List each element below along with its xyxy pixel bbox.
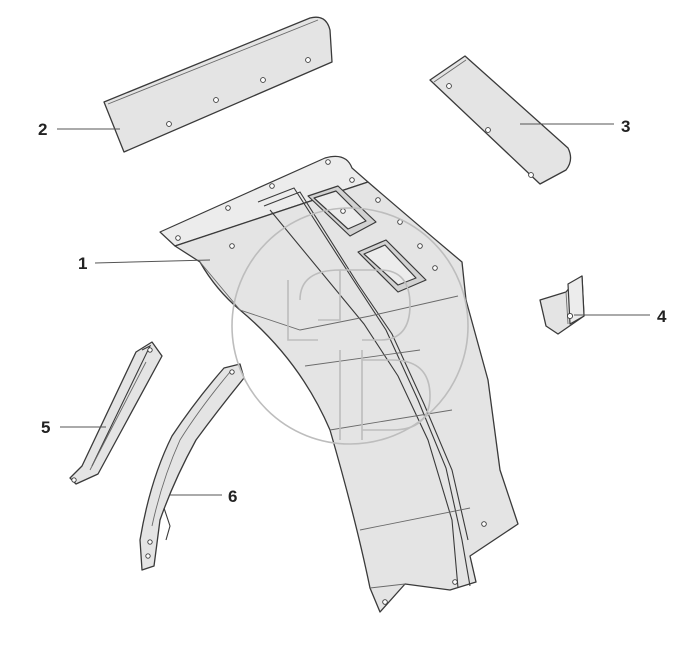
part-3-fender-extension-right [429,55,572,185]
part-1-fender [159,155,519,613]
callout-3: 3 [621,117,630,136]
callout-5: 5 [41,418,50,437]
circular-logo-watermark-icon [231,207,469,445]
callouts: 1 2 3 4 5 6 [38,117,667,506]
callout-1: 1 [78,254,87,273]
part-4-angle-bracket [539,275,585,335]
callout-6: 6 [228,487,237,506]
leader-line-1 [94,259,211,264]
part-5-support-brace [69,341,163,485]
part-2-fender-extension-left [103,16,333,153]
part-6-curved-support-brace [139,363,245,571]
callout-2: 2 [38,120,47,139]
leader-lines [57,123,650,496]
callout-4: 4 [657,307,667,326]
